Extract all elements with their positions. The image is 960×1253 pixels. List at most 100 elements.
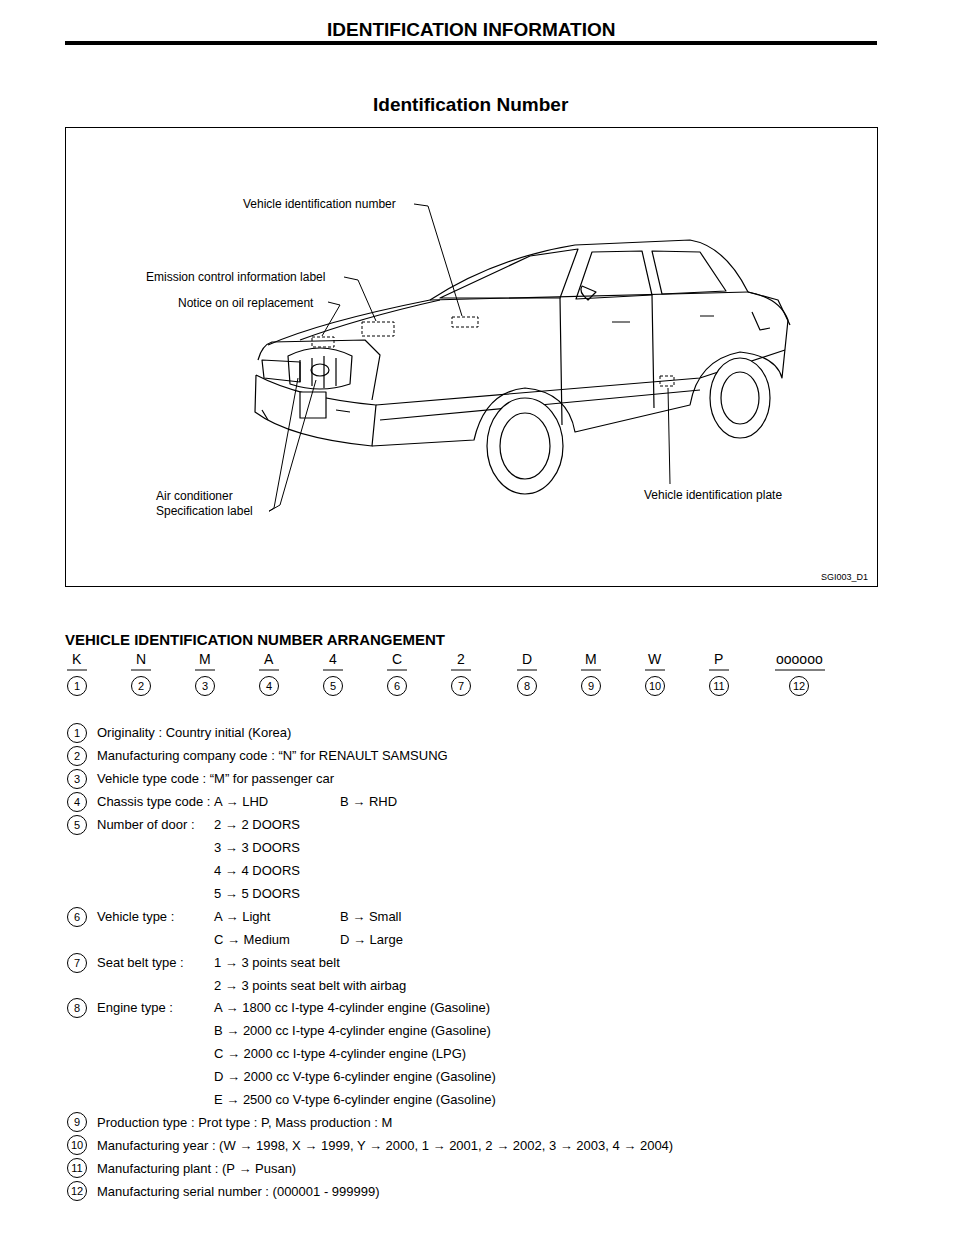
circled-number: 5 xyxy=(67,815,87,835)
circled-number: 9 xyxy=(581,676,601,696)
section-heading: Identification Number xyxy=(373,94,568,116)
list-text: Manufacturing company code : “N” for REN… xyxy=(97,747,448,765)
circled-number: 4 xyxy=(67,792,87,812)
car-illustration xyxy=(255,240,790,494)
list-text: Manufacturing plant : (P → Pusan) xyxy=(97,1160,296,1178)
circled-number: 7 xyxy=(451,676,471,696)
circle-number-text: 2 xyxy=(138,681,144,692)
list-text: 2 → 2 DOORS xyxy=(214,816,300,834)
list-text: 4 → 4 DOORS xyxy=(214,862,300,880)
list-text: Engine type : xyxy=(97,999,173,1017)
circled-number: 6 xyxy=(67,907,87,927)
circle-number-text: 8 xyxy=(524,681,530,692)
circle-number-text: 8 xyxy=(74,1003,80,1014)
circled-number: 6 xyxy=(387,676,407,696)
circle-number-text: 9 xyxy=(74,1117,80,1128)
circled-number: 7 xyxy=(67,953,87,973)
vin-character: C xyxy=(392,651,402,667)
callout-label: Air conditioner Specification label xyxy=(155,489,269,519)
vin-character: 2 xyxy=(457,651,465,667)
list-text: 1 → 3 points seat belt xyxy=(214,954,340,972)
figure-frame: Vehicle identification numberEmission co… xyxy=(65,127,878,587)
vin-character: W xyxy=(648,651,661,667)
circled-number: 10 xyxy=(645,676,665,696)
circled-number: 8 xyxy=(517,676,537,696)
circle-number-text: 7 xyxy=(458,681,464,692)
circled-number: 12 xyxy=(789,676,809,696)
list-text: C → 2000 cc I-type 4-cylinder engine (LP… xyxy=(214,1045,466,1063)
circle-number-text: 5 xyxy=(74,820,80,831)
circle-number-text: 4 xyxy=(266,681,272,692)
label-locations xyxy=(312,317,674,386)
circled-number: 2 xyxy=(131,676,151,696)
callout-label: Vehicle identification number xyxy=(242,197,397,212)
list-text: D → 2000 cc V-type 6-cylinder engine (Ga… xyxy=(214,1068,496,1086)
list-text: Vehicle type : xyxy=(97,908,174,926)
circled-number: 11 xyxy=(709,676,729,696)
list-text: 2 → 3 points seat belt with airbag xyxy=(214,977,406,995)
vin-character: D xyxy=(522,651,532,667)
figure-code: SGI003_D1 xyxy=(820,570,869,585)
circled-number: 3 xyxy=(67,769,87,789)
circled-number: 9 xyxy=(67,1112,87,1132)
circle-number-text: 10 xyxy=(71,1140,83,1151)
page-title: IDENTIFICATION INFORMATION xyxy=(327,19,616,41)
circle-number-text: 2 xyxy=(74,751,80,762)
callout-label: Emission control information label xyxy=(145,270,326,285)
circled-number: 3 xyxy=(195,676,215,696)
circled-number: 1 xyxy=(67,723,87,743)
vin-character: P xyxy=(714,651,723,667)
circled-number: 2 xyxy=(67,746,87,766)
list-text: Number of door : xyxy=(97,816,195,834)
vin-character: M xyxy=(585,651,597,667)
circle-number-text: 11 xyxy=(713,681,724,692)
vin-character: 4 xyxy=(329,651,337,667)
circle-number-text: 12 xyxy=(71,1186,83,1197)
list-text: E → 2500 co V-type 6-cylinder engine (Ga… xyxy=(214,1091,496,1109)
circle-number-text: 9 xyxy=(588,681,594,692)
vin-character: A xyxy=(264,651,273,667)
vin-character: oooooo xyxy=(776,651,823,667)
vin-character: N xyxy=(136,651,146,667)
vin-character: M xyxy=(199,651,211,667)
circle-number-text: 5 xyxy=(330,681,336,692)
circle-number-text: 3 xyxy=(202,681,208,692)
subsection-heading: VEHICLE IDENTIFICATION NUMBER ARRANGEMEN… xyxy=(65,631,445,648)
circled-number: 1 xyxy=(67,676,87,696)
circle-number-text: 7 xyxy=(74,958,80,969)
list-text: Originality : Country initial (Korea) xyxy=(97,724,291,742)
list-text: Production type : Prot type : P, Mass pr… xyxy=(97,1114,392,1132)
list-text: Vehicle type code : “M” for passenger ca… xyxy=(97,770,334,788)
circle-number-text: 6 xyxy=(74,912,80,923)
callout-label: Notice on oil replacement xyxy=(177,296,314,311)
circle-number-text: 12 xyxy=(793,681,805,692)
circled-number: 4 xyxy=(259,676,279,696)
list-text: 3 → 3 DOORS xyxy=(214,839,300,857)
circle-number-text: 6 xyxy=(394,681,400,692)
list-text: Manufacturing serial number : (000001 - … xyxy=(97,1183,380,1201)
header-rule xyxy=(65,41,877,45)
leader-lines xyxy=(266,204,670,513)
circle-number-text: 10 xyxy=(649,681,661,692)
list-text: B → 2000 cc I-type 4-cylinder engine (Ga… xyxy=(214,1022,491,1040)
circle-number-text: 1 xyxy=(74,681,80,692)
circled-number: 5 xyxy=(323,676,343,696)
circled-number: 8 xyxy=(67,998,87,1018)
circle-number-text: 3 xyxy=(74,774,80,785)
list-text: Manufacturing year : (W → 1998, X → 1999… xyxy=(97,1137,673,1155)
list-text: Chassis type code : xyxy=(97,793,210,811)
vin-underlines xyxy=(67,670,825,671)
circled-number: 12 xyxy=(67,1181,87,1201)
list-text: B → RHD xyxy=(340,793,397,811)
list-text: 5 → 5 DOORS xyxy=(214,885,300,903)
callout-label: Vehicle identification plate xyxy=(643,488,783,503)
list-text: C → Medium xyxy=(214,931,290,949)
list-text: A → LHD xyxy=(214,793,268,811)
circle-number-text: 1 xyxy=(74,728,80,739)
list-text: Seat belt type : xyxy=(97,954,184,972)
list-text: D → Large xyxy=(340,931,403,949)
circled-number: 10 xyxy=(67,1135,87,1155)
list-text: A → Light xyxy=(214,908,270,926)
list-text: A → 1800 cc I-type 4-cylinder engine (Ga… xyxy=(214,999,490,1017)
circle-number-text: 4 xyxy=(74,797,80,808)
